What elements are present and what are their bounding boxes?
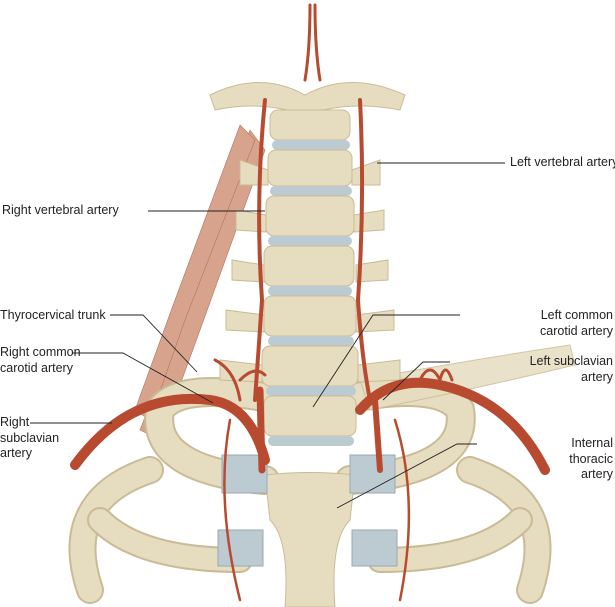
label-left-vertebral-artery: Left vertebral artery xyxy=(510,155,615,169)
leader-lines xyxy=(30,162,505,509)
leader-left-common-carotid xyxy=(312,314,460,408)
thyrocervical-trunk-shape xyxy=(213,358,267,402)
cervical-vertebrae xyxy=(209,82,406,446)
internal-thoracic-artery-shape xyxy=(223,418,411,602)
label-line: thoracic xyxy=(569,451,613,466)
left-subclavian-artery-shape xyxy=(355,377,550,475)
arteries xyxy=(70,3,550,602)
label-line: artery xyxy=(0,446,32,460)
left-vertebral-artery-shape xyxy=(355,98,372,402)
label-line: Internal xyxy=(571,436,613,450)
left-common-carotid-shape xyxy=(372,397,383,473)
leader-internal-thoracic xyxy=(336,443,477,509)
left-clavicle xyxy=(359,344,576,411)
leader-thyrocervical xyxy=(110,314,198,373)
label-line: artery xyxy=(581,369,613,384)
right-vertebral-artery-shape xyxy=(253,98,267,402)
label-right-vertebral-artery: Right vertebral artery xyxy=(2,203,119,217)
scalene-muscles xyxy=(134,124,266,441)
leader-left-subclavian xyxy=(382,361,450,401)
label-line: artery xyxy=(581,467,613,481)
label-thyrocervical-trunk: Thyrocervical trunk xyxy=(0,308,106,322)
sternum xyxy=(264,472,356,607)
label-line: carotid artery xyxy=(0,360,73,375)
leader-right-common-carotid xyxy=(72,352,214,404)
right-subclavian-artery-shape xyxy=(70,393,270,470)
label-line: Left subclavian xyxy=(529,354,613,368)
right-common-carotid-shape xyxy=(256,386,266,474)
label-line: carotid artery xyxy=(540,323,613,338)
label-line: Left common xyxy=(540,308,613,322)
label-line: Right xyxy=(0,415,30,429)
label-line: Right common xyxy=(0,345,81,359)
label-line: subclavian xyxy=(0,430,60,445)
